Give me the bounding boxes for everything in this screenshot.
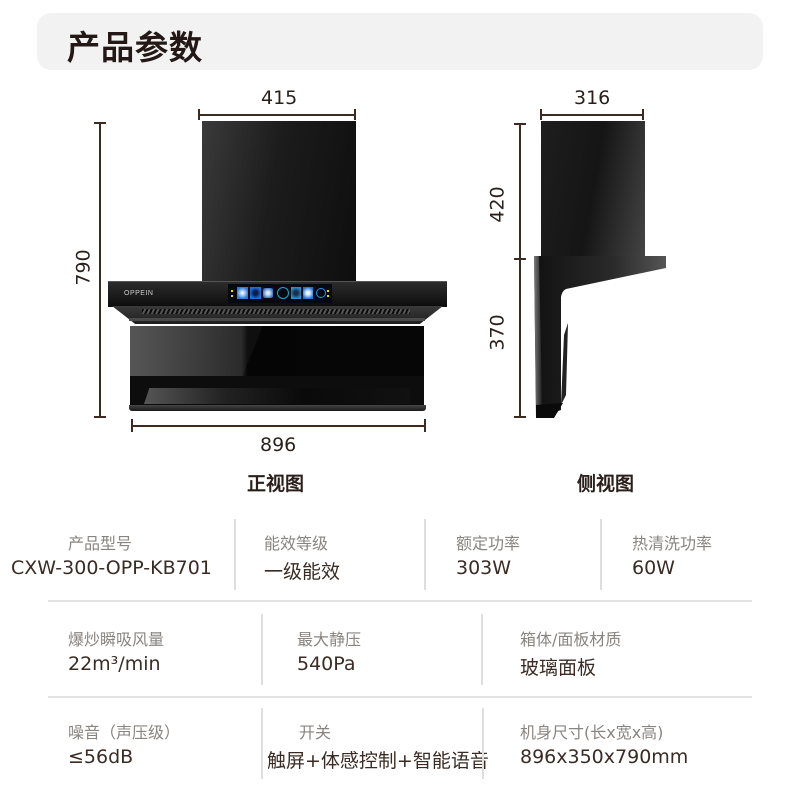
row-divider (48, 600, 752, 602)
dim-width-top-label: 415 (261, 87, 298, 109)
touch-panel[interactable] (228, 284, 332, 303)
dim-tick (540, 109, 542, 120)
spec-label-dimensions: 机身尺寸(长x宽x高) (520, 723, 664, 742)
oil-cup-tray (144, 388, 410, 404)
hood-chimney (202, 121, 356, 283)
storm-icon[interactable] (303, 287, 313, 299)
indicator-dots-icon (231, 290, 233, 292)
dim-height-total-line (99, 122, 101, 418)
spec-label-rated-power: 额定功率 (456, 534, 521, 553)
vent-slats (142, 309, 410, 314)
front-view-caption: 正视图 (247, 473, 305, 495)
power-icon[interactable] (316, 288, 326, 298)
section-header: 产品参数 (37, 13, 763, 70)
dim-tick (514, 258, 526, 260)
hood-grille (112, 306, 443, 324)
hood-control-bar: OPPEIN (108, 281, 447, 307)
dim-tick (424, 419, 426, 432)
spec-label-clean-power: 热清洗功率 (632, 534, 713, 553)
side-chimney (541, 121, 645, 257)
display-88-icon (277, 287, 289, 299)
divider (234, 519, 236, 590)
divider (482, 708, 484, 779)
indicator-dots-icon (327, 290, 329, 292)
spec-value-model: CXW-300-OPP-KB701 (11, 557, 212, 579)
glass-reflection (130, 326, 424, 376)
spec-value-rated-power: 303W (456, 557, 512, 579)
spec-value-airflow: 22m³/min (68, 653, 161, 675)
divider (424, 519, 426, 590)
dim-depth-top-label: 316 (574, 87, 611, 109)
divider (481, 614, 483, 685)
divider (600, 519, 602, 590)
spec-value-material: 玻璃面板 (520, 657, 597, 679)
dim-tick (642, 109, 644, 120)
dim-height-lower-label: 370 (486, 314, 509, 351)
lower-intake (130, 376, 424, 407)
spec-label-material: 箱体/面板材质 (520, 630, 622, 649)
light-icon[interactable] (237, 287, 248, 299)
dim-width-bottom-line (131, 425, 426, 427)
spec-label-model: 产品型号 (68, 534, 133, 553)
fan-clean-icon[interactable] (291, 287, 301, 299)
spec-label-static-pressure: 最大静压 (297, 630, 362, 649)
spec-label-noise: 噪音（声压级） (68, 723, 181, 742)
fan-low-icon[interactable] (250, 287, 261, 299)
spec-value-noise: ≤56dB (68, 746, 134, 768)
hood-rim (129, 318, 425, 321)
dim-depth-top-line (540, 114, 644, 116)
spec-value-static-pressure: 540Pa (297, 653, 356, 675)
glass-panel (130, 326, 424, 376)
dim-width-top-line (198, 114, 356, 116)
dim-height-upper-label: 420 (486, 186, 509, 223)
spec-value-efficiency: 一级能效 (264, 561, 341, 583)
dim-tick (94, 416, 106, 418)
spec-value-switch: 触屏+体感控制+智能语音 (267, 750, 489, 772)
dim-tick (94, 122, 106, 124)
side-view-caption: 侧视图 (577, 473, 635, 495)
divider (261, 614, 263, 685)
hood-bottom-lip (129, 405, 426, 411)
dim-height-total-label: 790 (72, 249, 95, 286)
dim-tick (131, 419, 133, 432)
brand-logo: OPPEIN (124, 290, 154, 297)
section-title: 产品参数 (67, 28, 203, 67)
side-body (534, 256, 666, 418)
row-divider (48, 696, 752, 698)
spec-value-clean-power: 60W (632, 557, 675, 579)
spec-label-efficiency: 能效等级 (264, 534, 329, 553)
spec-value-dimensions: 896x350x790mm (520, 746, 689, 768)
dim-tick (198, 109, 200, 120)
spec-label-switch: 开关 (299, 723, 332, 742)
divider (261, 708, 263, 779)
dim-width-bottom-label: 896 (260, 434, 297, 456)
dim-tick (514, 416, 526, 418)
dim-tick (514, 123, 526, 125)
dim-height-side-line (519, 123, 521, 418)
dim-tick (354, 109, 356, 120)
fan-boost-icon[interactable] (263, 288, 273, 298)
spec-label-airflow: 爆炒瞬吸风量 (68, 630, 165, 649)
